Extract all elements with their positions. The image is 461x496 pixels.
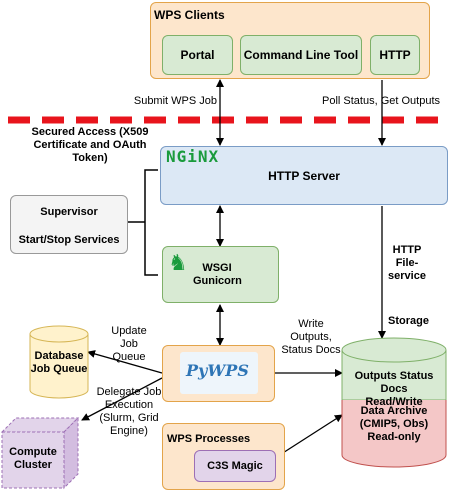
pywps-logo — [180, 352, 258, 394]
http-server-title: HTTP Server — [268, 169, 340, 183]
cli-box: Command Line Tool — [240, 35, 362, 75]
file-service-label: HTTP File-service — [388, 244, 426, 282]
c3s-magic-box: C3S Magic — [194, 450, 276, 482]
supervisor-box — [10, 195, 128, 254]
delegate-label: Delegate Job Execution (Slurm, Grid Engi… — [96, 386, 162, 437]
supervisor-title: Supervisor — [40, 206, 98, 218]
wsgi-title: WSGI Gunicorn — [193, 262, 242, 287]
wps-clients-title: WPS Clients — [154, 8, 225, 22]
archive-label: Data Archive (CMIP5, Obs) Read-only — [359, 405, 429, 443]
edge-update-queue — [87, 350, 163, 374]
nginx-logo: NGiNX — [166, 147, 220, 166]
storage-label: Storage — [388, 315, 429, 327]
wps-processes-title: WPS Processes — [167, 433, 251, 445]
database-cylinder — [29, 325, 89, 399]
wsgi-box — [162, 246, 279, 303]
write-outputs-label: Write Outputs, Status Docs — [281, 318, 341, 356]
edge-delegate — [81, 377, 163, 421]
http-client-box: HTTP — [370, 35, 420, 75]
database-label: Database Job Queue — [30, 350, 88, 375]
supervisor-subtitle: Start/Stop Services — [18, 234, 120, 246]
storage-cylinder — [341, 337, 447, 468]
edge-c3s-archive — [274, 414, 343, 459]
compute-cluster-cube — [0, 416, 80, 490]
outputs-label: Outputs Status Docs Read/Write — [354, 370, 434, 408]
http-server-box — [160, 146, 448, 205]
edge-supervisor — [144, 169, 158, 276]
update-queue-label: Update Job Queue — [111, 325, 147, 363]
secured-access-label: Secured Access (X509 Certificate and OAu… — [31, 126, 149, 164]
compute-cluster-label: Compute Cluster — [9, 446, 57, 471]
portal-box: Portal — [162, 35, 233, 75]
poll-label: Poll Status, Get Outputs — [322, 95, 441, 107]
submit-label: Submit WPS Job — [133, 95, 217, 107]
gunicorn-unicorn-icon: ♞ — [168, 250, 188, 275]
pywps-logo-text: PyWPS — [186, 361, 249, 380]
